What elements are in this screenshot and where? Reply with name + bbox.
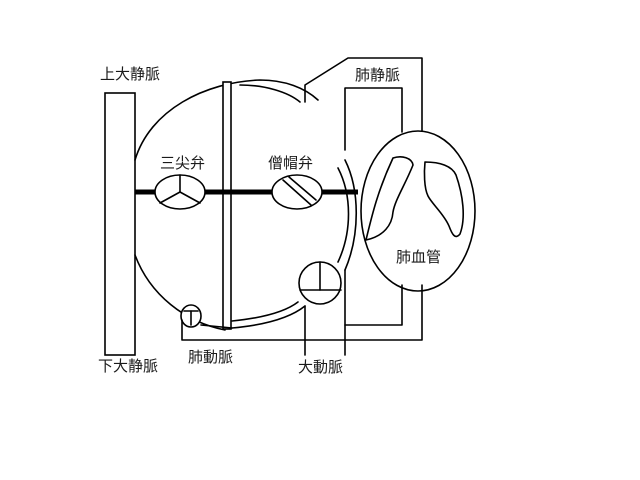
lung-vessel-left: [365, 156, 414, 241]
label-mitral-valve: 僧帽弁: [268, 154, 313, 172]
heart-right-wall-outer: [344, 159, 357, 271]
pulmonary-artery-line: [181, 284, 423, 341]
label-aorta: 大動脈: [298, 358, 343, 376]
aortic-valve-icon: [298, 261, 342, 305]
label-superior-vena-cava: 上大静脈: [100, 65, 160, 83]
pulmonary-vein-line: [304, 57, 423, 151]
label-pulmonary-vessels: 肺血管: [396, 248, 441, 266]
tricuspid-valve-icon: [154, 174, 206, 210]
mitral-valve-icon: [271, 174, 323, 210]
lung-ellipse: [360, 130, 476, 292]
pulmonary-valve-icon: [180, 304, 202, 328]
label-inferior-vena-cava: 下大静脈: [98, 357, 158, 375]
lung-vessel-right: [423, 161, 465, 238]
pulmonary-vein-line-inner: [344, 87, 403, 151]
pulmonary-artery-inner: [200, 324, 233, 329]
label-pulmonary-artery: 肺動脈: [188, 348, 233, 366]
heart-outline-upper: [134, 79, 319, 161]
septum: [222, 81, 232, 330]
heart-inner-top-arc: [239, 84, 301, 103]
heart-outline-lower: [134, 254, 226, 331]
label-pulmonary-vein: 肺静脈: [355, 66, 400, 84]
heart-lower-arc-outer: [231, 305, 306, 329]
aorta-return-line: [344, 284, 403, 326]
heart-lower-arc-inner: [231, 301, 299, 322]
vena-cava-bar: [104, 92, 136, 356]
label-tricuspid-valve: 三尖弁: [160, 154, 205, 172]
heart-right-wall-inner: [337, 167, 350, 263]
